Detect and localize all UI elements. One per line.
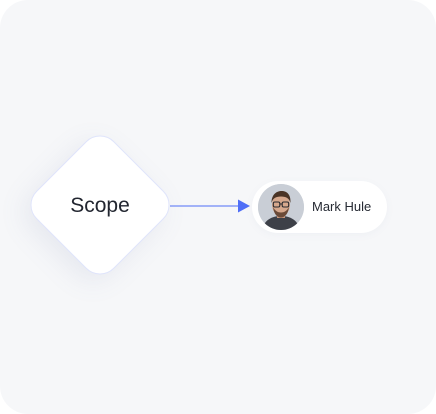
person-avatar-icon — [258, 184, 304, 230]
assignee-name: Mark Hule — [312, 199, 372, 214]
scope-node-label: Scope — [70, 194, 130, 217]
assignee-chip[interactable]: Mark Hule — [252, 181, 387, 233]
arrowhead-icon — [238, 199, 250, 213]
